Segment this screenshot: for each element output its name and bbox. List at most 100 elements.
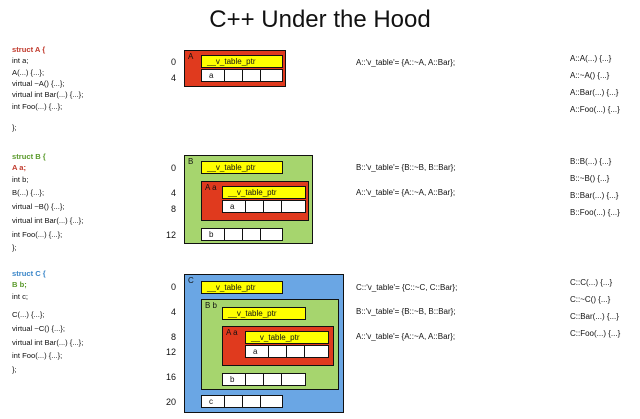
field-name: a [253,347,258,356]
block-label: A a [205,183,217,192]
vtable-ptr-field: __v_table_ptr [201,55,283,68]
code-line: virtual ~C() {...}; [12,324,65,333]
vtable-definition: B::'v_table'= {B::~B, B::Bar}; [356,307,456,316]
code-line: }; [12,365,17,374]
code-line: int Foo(...) {...}; [12,351,63,360]
code-line: B b; [12,280,27,290]
struct-c-memory-block: C __v_table_ptr B b __v_table_ptr A a __… [184,274,344,413]
code-line: int c; [12,291,29,301]
byte-cell [224,396,225,407]
vtable-ptr-field: __v_table_ptr [245,331,329,344]
code-line: struct A { [12,45,46,54]
function-def: A::~A() {...} [570,71,610,80]
byte-cell [260,396,261,407]
embedded-a-block: A a __v_table_ptr a [201,181,309,221]
byte-cell [281,201,282,212]
field-a: a [245,345,329,358]
vtable-definition: A::'v_table'= {A::~A, A::Bar}; [356,332,456,341]
field-b: b [222,373,306,386]
byte-cell [304,346,305,357]
function-def: A::Foo(...) {...} [570,105,620,114]
byte-cell [224,70,225,81]
function-def: C::Bar(...) {...} [570,312,619,321]
struct-a-memory-block: A __v_table_ptr a [184,50,286,87]
block-label: B b [205,301,218,310]
field-name: c [209,397,213,406]
field-name: a [209,71,214,80]
offset-label: 20 [165,397,176,407]
field-a: a [201,69,283,82]
code-line: }; [12,123,17,132]
byte-cell [281,374,282,385]
code-line: A(...) {...}; [12,67,45,77]
vtable-definition: B::'v_table'= {B::~B, B::Bar}; [356,163,456,172]
byte-cell [260,229,261,240]
byte-cell [263,374,264,385]
function-def: A::Bar(...) {...} [570,88,619,97]
code-line: virtual int Bar(...) {...}; [12,216,84,225]
function-def: B::Foo(...) {...} [570,208,620,217]
byte-cell [245,374,246,385]
function-def: C::C(...) {...} [570,278,613,287]
embedded-a-block: A a __v_table_ptr a [222,326,334,366]
code-line: virtual ~B() {...}; [12,202,65,211]
code-line: }; [12,243,17,252]
code-line: C(...) {...}; [12,310,45,319]
vtable-definition: A::'v_table'= {A::~A, A::Bar}; [356,188,456,197]
code-line: A a; [12,163,27,173]
offset-label: 4 [170,73,176,83]
byte-cell [242,396,243,407]
block-label: B [188,157,194,166]
field-name: b [230,375,235,384]
code-line: struct B { [12,152,46,161]
byte-cell [260,70,261,81]
function-def: B::Bar(...) {...} [570,191,619,200]
function-list-a: A::A(...) {...} A::~A() {...} A::Bar(...… [570,52,620,116]
vtable-ptr-field: __v_table_ptr [222,307,306,320]
field-name: a [230,202,235,211]
field-name: b [209,230,214,239]
function-def: A::A(...) {...} [570,54,612,63]
code-struct-c: struct C { B b; int c; C(...) {...}; vir… [12,268,162,378]
offset-label: 0 [170,57,176,67]
code-struct-a: struct A { int a; A(...) {...}; virtual … [12,44,162,132]
vtable-definition: A::'v_table'= {A::~A, A::Bar}; [356,58,456,67]
field-b: b [201,228,283,241]
vtable-definition: C::'v_table'= {C::~C, C::Bar}; [356,283,458,292]
block-label: A a [226,328,238,337]
code-line: int a; [12,56,29,66]
function-list-c: C::C(...) {...} C::~C() {...} C::Bar(...… [570,276,620,340]
offset-label: 8 [170,332,176,342]
byte-cell [224,229,225,240]
vtable-ptr-field: __v_table_ptr [201,161,283,174]
vtable-ptr-field: __v_table_ptr [222,186,306,199]
field-a: a [222,200,306,213]
byte-cell [286,346,287,357]
vtable-ptr-field: __v_table_ptr [201,281,283,294]
byte-cell [242,70,243,81]
offset-label: 0 [170,282,176,292]
code-struct-b: struct B { A a; int b; B(...) {...}; vir… [12,151,162,252]
field-c: c [201,395,283,408]
code-line: B(...) {...}; [12,188,45,197]
code-line: struct C { [12,269,46,278]
byte-cell [245,201,246,212]
block-label: C [188,276,194,285]
function-def: C::Foo(...) {...} [570,329,621,338]
byte-cell [242,229,243,240]
function-def: B::B(...) {...} [570,157,612,166]
function-list-b: B::B(...) {...} B::~B() {...} B::Bar(...… [570,155,620,219]
byte-cell [263,201,264,212]
struct-b-memory-block: B __v_table_ptr A a __v_table_ptr a b [184,155,313,244]
offset-label: 12 [165,230,176,240]
code-line: virtual int Bar(...) {...}; [12,90,84,100]
offset-label: 0 [170,163,176,173]
code-line: int b; [12,174,29,184]
code-line: int Foo(...) {...}; [12,101,63,111]
function-def: B::~B() {...} [570,174,610,183]
page-title: C++ Under the Hood [209,6,431,33]
offset-label: 4 [170,188,176,198]
block-label: A [188,52,194,61]
code-line: virtual int Bar(...) {...}; [12,338,84,347]
function-def: C::~C() {...} [570,295,611,304]
